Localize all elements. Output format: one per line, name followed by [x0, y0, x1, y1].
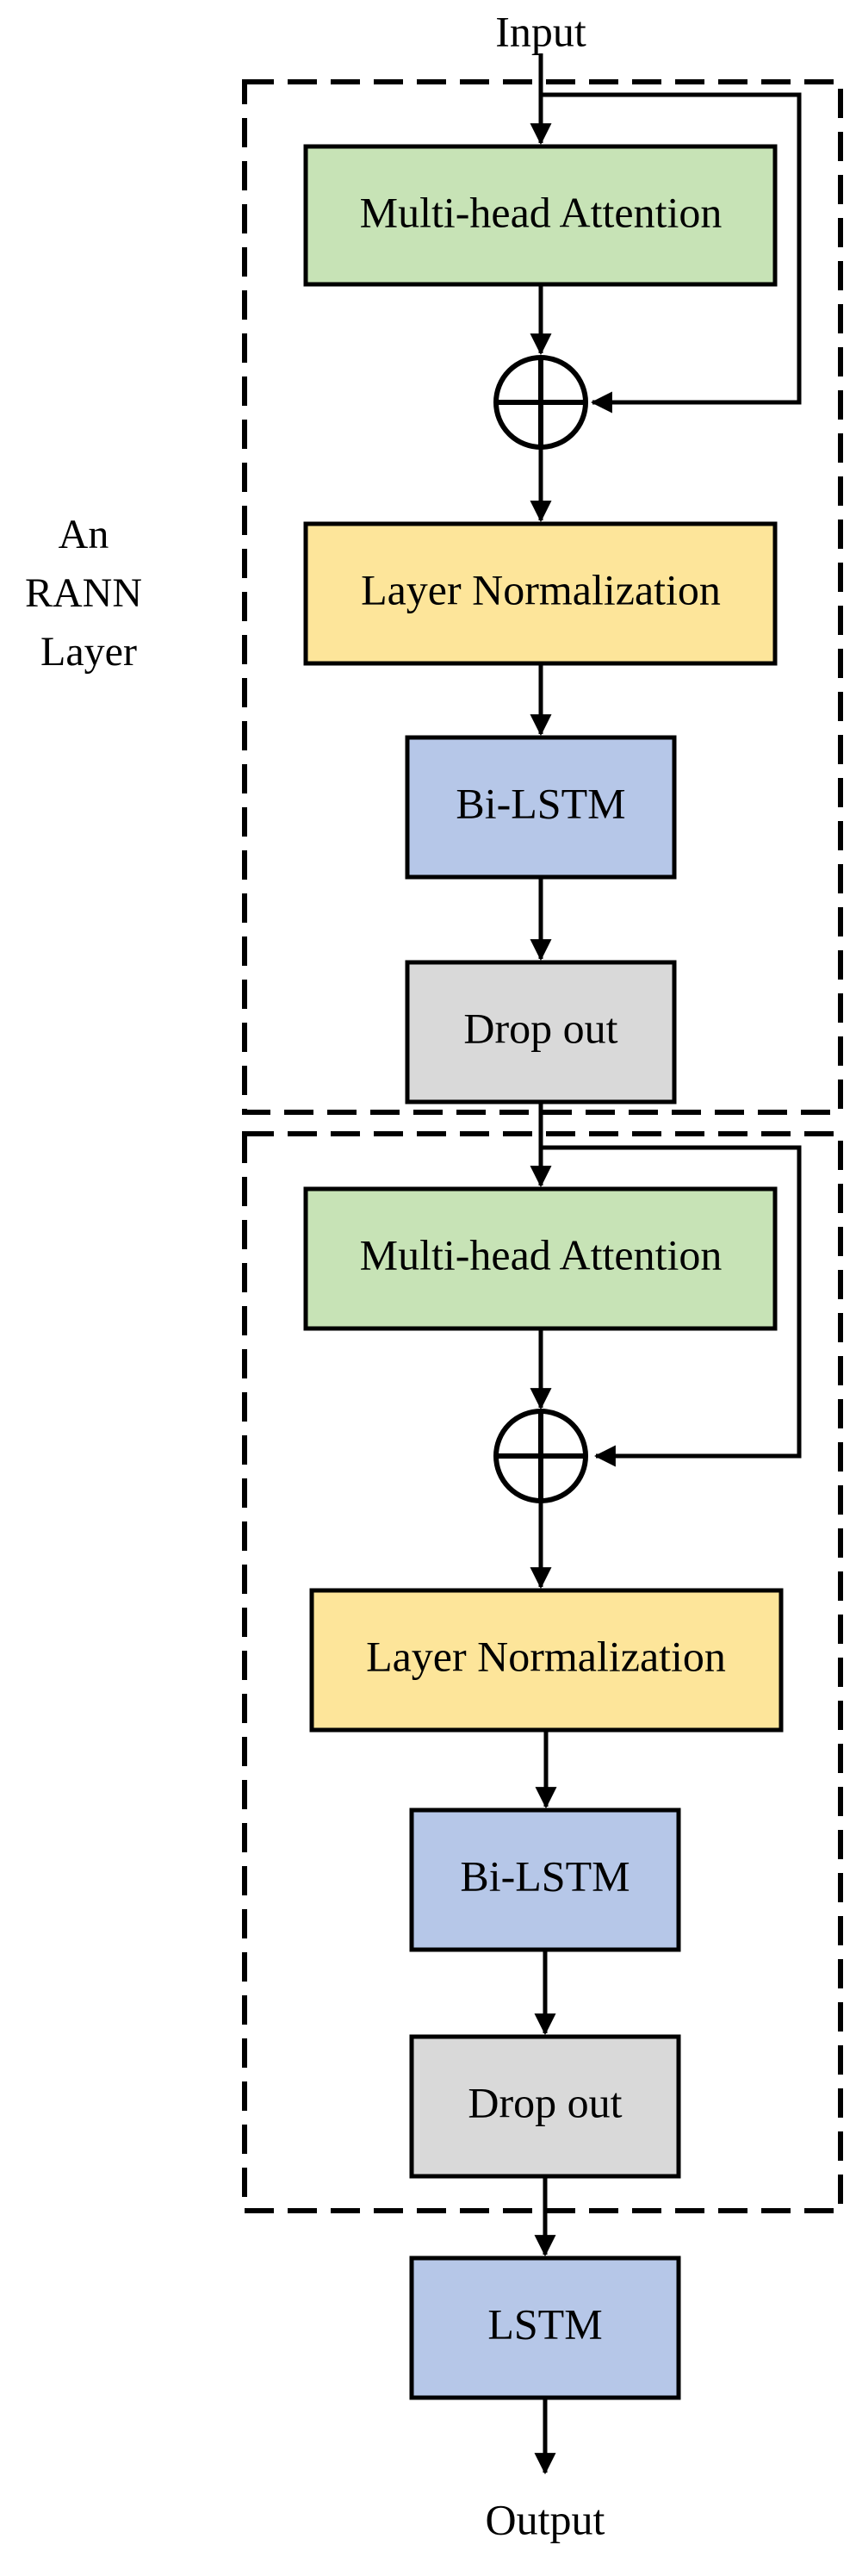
add-node-2 — [493, 1409, 588, 1503]
svg-text:Layer Normalization: Layer Normalization — [366, 1632, 726, 1680]
output-label: Output — [486, 2495, 605, 2543]
svg-text:Layer Normalization: Layer Normalization — [361, 565, 721, 613]
rann-layer-2-border — [242, 1131, 843, 2213]
layer-norm-box-1: Layer Normalization — [303, 521, 778, 666]
residual-path-1 — [541, 92, 802, 414]
svg-text:Bi-LSTM: Bi-LSTM — [460, 1851, 630, 1900]
svg-text:LSTM: LSTM — [487, 2299, 602, 2348]
lstm-box: LSTM — [409, 2256, 681, 2400]
svg-text:Multi-head Attention: Multi-head Attention — [360, 1230, 723, 1279]
attention-box-1: Multi-head Attention — [303, 144, 778, 287]
input-label: Input — [495, 7, 586, 55]
svg-text:Bi-LSTM: Bi-LSTM — [456, 779, 625, 827]
add-node-1 — [493, 355, 588, 450]
dropout-box-2: Drop out — [409, 2034, 681, 2179]
svg-text:Multi-head Attention: Multi-head Attention — [360, 188, 723, 236]
bilstm-box-2: Bi-LSTM — [409, 1808, 681, 1952]
dropout-box-1: Drop out — [405, 960, 677, 1104]
residual-path-2 — [541, 1145, 802, 1467]
svg-text:Drop out: Drop out — [463, 1004, 617, 1052]
svg-text:Drop out: Drop out — [468, 2078, 622, 2126]
bilstm-box-1: Bi-LSTM — [405, 735, 677, 880]
attention-box-2: Multi-head Attention — [303, 1186, 778, 1331]
side-label: An RANN Layer — [25, 512, 152, 675]
layer-norm-box-2: Layer Normalization — [309, 1588, 784, 1733]
